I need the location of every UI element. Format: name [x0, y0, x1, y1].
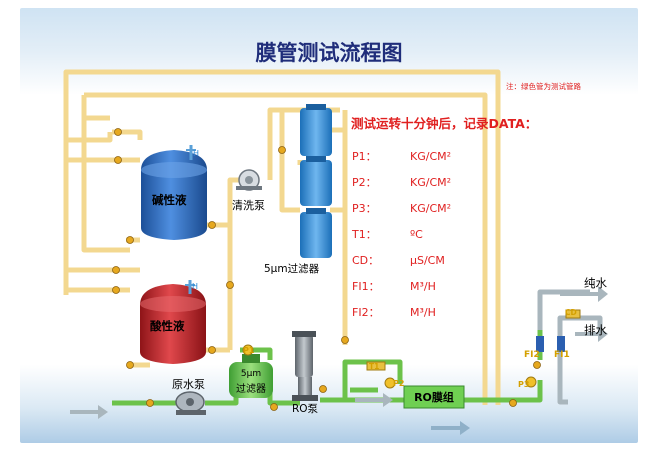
ro-pump-label: RO泵 [292, 403, 319, 415]
fi1-flowmeter [557, 336, 565, 352]
cleaning-pump-label: 清洗泵 [232, 199, 265, 212]
diagram-title: 膜管测试流程图 [256, 41, 403, 65]
level-gauge-acid [185, 280, 195, 294]
record-fi2-unit: M³/H [410, 306, 436, 319]
cartridge-filter-bank [300, 104, 332, 258]
cd-label: CD [565, 308, 577, 317]
p1-gauge [242, 344, 254, 356]
outlet-arrows [560, 286, 608, 342]
acid-tank-label: 酸性液 [150, 319, 185, 333]
ro-module [403, 385, 465, 409]
record-t1-label: T1： [351, 228, 377, 241]
ro-pump [292, 331, 318, 401]
record-fi2-label: FI2： [352, 306, 380, 319]
acid-tank [140, 284, 206, 364]
filter-bank-label: 5μm过滤器 [264, 262, 320, 275]
flow-arrows [70, 393, 470, 435]
valves [112, 128, 541, 411]
record-fi1-label: FI1： [352, 280, 380, 293]
record-p3-label: P3： [352, 202, 377, 215]
p2-label: P2 [393, 379, 404, 388]
cd-sensor [565, 309, 581, 319]
p1-label: P1 [243, 346, 255, 355]
raw-pump-label: 原水泵 [172, 378, 205, 391]
acid-level-label: H [192, 282, 198, 291]
small-filter-label-top: 5μm [241, 369, 261, 379]
record-cd-unit: μS/CM [410, 254, 445, 267]
record-fi1-unit: M³/H [410, 280, 436, 293]
alkali-tank [141, 150, 207, 240]
fi2-label: FI2 [524, 350, 540, 360]
t1-sensor [366, 361, 386, 371]
record-p3-unit: KG/CM² [410, 202, 451, 215]
level-gauge-alkali [186, 145, 196, 160]
pure-water-label: 纯水 [584, 276, 607, 290]
small-filter [229, 354, 273, 398]
record-table: P1： KG/CM² P2： KG/CM² P3： KG/CM² T1： ºC … [351, 150, 451, 319]
drain-label: 排水 [584, 323, 607, 337]
record-header: 测试运转十分钟后，记录DATA： [351, 116, 537, 131]
raw-water-pump [175, 391, 206, 415]
record-p1-label: P1： [352, 150, 377, 163]
record-p2-unit: KG/CM² [410, 176, 451, 189]
record-t1-unit: ºC [410, 228, 423, 241]
legend-note: 注：绿色管为测试管路 [506, 81, 581, 91]
alkali-tank-label: 碱性液 [152, 193, 187, 207]
t1-label: T1 [369, 362, 379, 371]
record-cd-label: CD： [352, 254, 379, 267]
ro-module-label: RO膜组 [414, 390, 454, 404]
alkali-level-label: H [193, 149, 199, 158]
p3-gauge [525, 376, 537, 388]
p3-label: P3 [518, 380, 529, 389]
fi1-label: FI1 [554, 350, 570, 360]
record-p2-label: P2： [352, 176, 377, 189]
record-p1-unit: KG/CM² [410, 150, 451, 163]
fi2-flowmeter [536, 336, 544, 352]
small-filter-label-bottom: 过滤器 [236, 382, 266, 395]
cleaning-pump [236, 169, 262, 191]
p2-gauge [384, 377, 396, 389]
